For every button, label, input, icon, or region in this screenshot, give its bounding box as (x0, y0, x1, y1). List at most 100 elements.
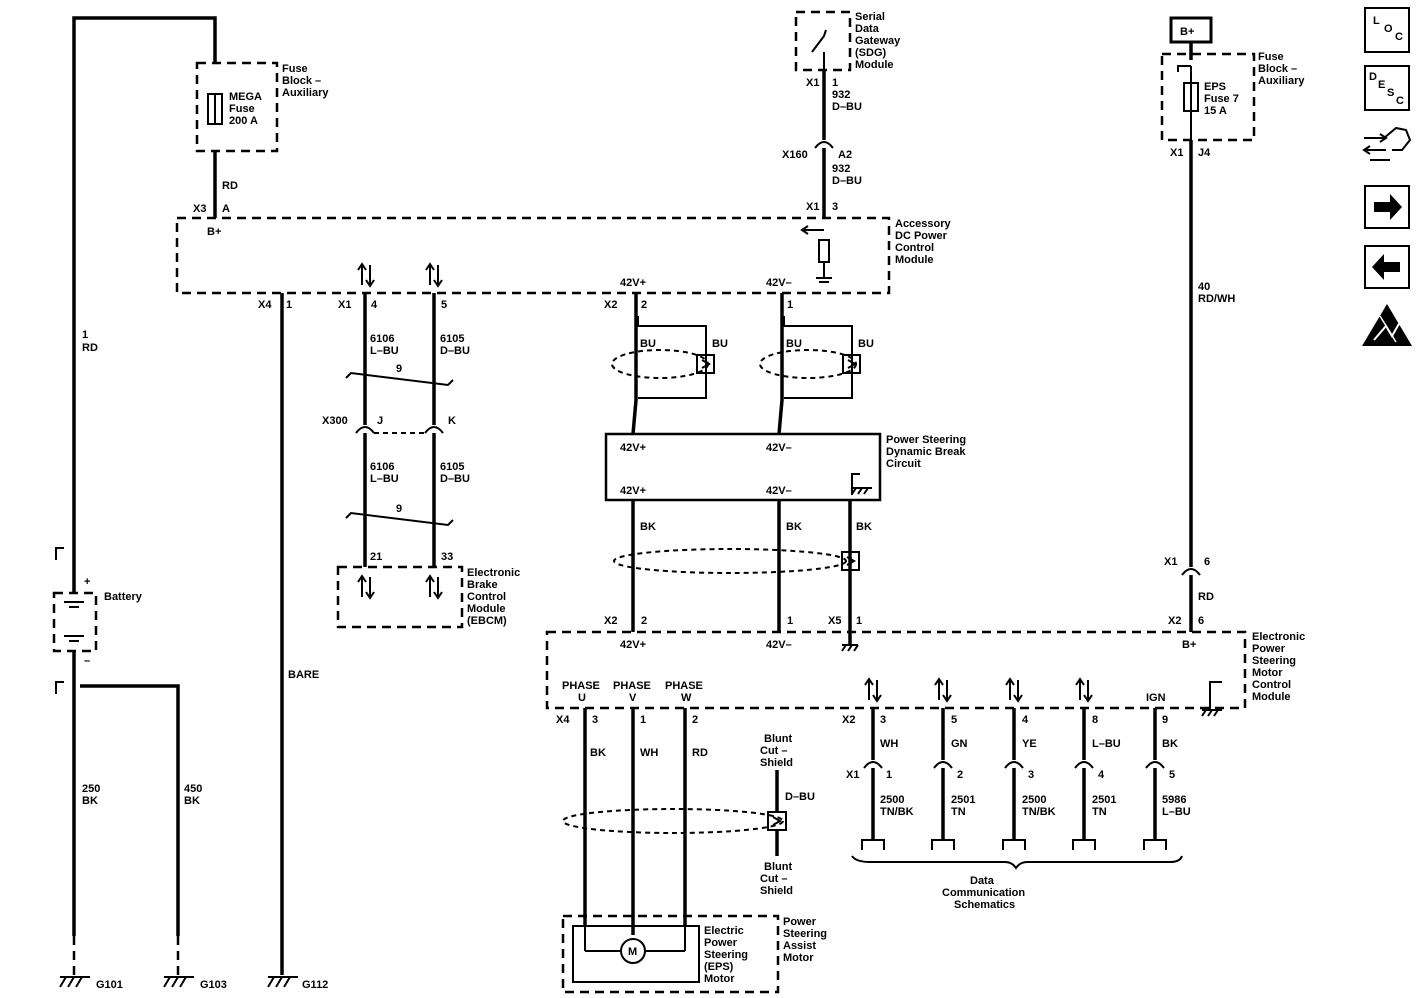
svg-text:250: 250 (82, 783, 100, 795)
svg-text:Battery: Battery (104, 591, 143, 603)
svg-text:E: E (1378, 79, 1385, 91)
svg-text:932: 932 (832, 163, 850, 175)
svg-text:L–BU: L–BU (370, 473, 399, 485)
svg-text:TN/BK: TN/BK (1022, 806, 1056, 818)
svg-text:B+: B+ (1180, 26, 1194, 38)
svg-text:2500: 2500 (1022, 794, 1046, 806)
power-steering-dynamic-break-circuit: 42V+ 42V– 42V+ 42V– Power Steering Dynam… (604, 432, 966, 502)
svg-text:Motor: Motor (783, 952, 814, 964)
svg-text:6106: 6106 (370, 461, 394, 473)
svg-text:BU: BU (858, 338, 874, 350)
svg-text:(SDG): (SDG) (855, 47, 887, 59)
svg-text:Block –: Block – (1258, 63, 1297, 75)
data-communication-wires: X2 3 5 4 8 9 WH GN YE L–BU BK X1 1 2 3 4… (842, 708, 1191, 911)
svg-text:–: – (84, 655, 90, 667)
svg-text:GN: GN (951, 738, 968, 750)
svg-text:WH: WH (640, 747, 658, 759)
svg-text:C: C (1396, 95, 1404, 107)
svg-text:Electronic: Electronic (467, 567, 520, 579)
svg-text:Module: Module (895, 254, 934, 266)
loc-nav-button[interactable]: L O C (1364, 7, 1410, 53)
svg-text:B+: B+ (207, 226, 221, 238)
svg-text:X1: X1 (1164, 556, 1177, 568)
svg-text:Data: Data (855, 23, 880, 35)
svg-text:1: 1 (640, 714, 646, 726)
svg-text:U: U (578, 692, 586, 704)
svg-text:BK: BK (590, 747, 606, 759)
svg-text:Auxiliary: Auxiliary (1258, 75, 1305, 87)
svg-text:PHASE: PHASE (665, 680, 703, 692)
svg-text:D–BU: D–BU (785, 791, 815, 803)
svg-text:WH: WH (880, 738, 898, 750)
svg-text:RD: RD (1198, 591, 1214, 603)
svg-text:42V+: 42V+ (620, 639, 646, 651)
svg-text:2: 2 (957, 769, 963, 781)
svg-text:6106: 6106 (370, 333, 394, 345)
svg-text:BU: BU (786, 338, 802, 350)
svg-text:Auxiliary: Auxiliary (282, 87, 329, 99)
svg-text:1: 1 (886, 769, 892, 781)
svg-text:2: 2 (641, 299, 647, 311)
svg-text:X2: X2 (604, 615, 617, 627)
svg-text:Cut –: Cut – (760, 745, 788, 757)
svg-text:X2: X2 (1168, 615, 1181, 627)
svg-text:9: 9 (396, 503, 402, 515)
svg-text:S: S (1387, 87, 1394, 99)
svg-text:B+: B+ (1182, 639, 1196, 651)
svg-text:42V–: 42V– (766, 639, 792, 651)
svg-text:TN/BK: TN/BK (880, 806, 914, 818)
fuse-block-auxiliary-left: MEGA Fuse 200 A Fuse Block – Auxiliary (195, 61, 329, 153)
svg-text:L: L (1373, 15, 1380, 27)
svg-text:M: M (628, 946, 637, 958)
svg-text:2500: 2500 (880, 794, 904, 806)
svg-text:BU: BU (640, 338, 656, 350)
svg-text:Brake: Brake (467, 579, 498, 591)
svg-text:BK: BK (82, 795, 98, 807)
svg-text:Control: Control (1252, 679, 1291, 691)
svg-text:X3: X3 (193, 203, 206, 215)
svg-text:6: 6 (1198, 615, 1204, 627)
svg-text:L–BU: L–BU (1162, 806, 1191, 818)
connector-hand-icon[interactable] (1362, 126, 1412, 161)
svg-text:1: 1 (787, 299, 793, 311)
svg-text:Schematics: Schematics (954, 899, 1015, 911)
svg-text:D: D (1369, 71, 1377, 83)
svg-text:2501: 2501 (951, 794, 975, 806)
svg-text:Gateway: Gateway (855, 35, 901, 47)
svg-text:Power: Power (783, 916, 817, 928)
svg-text:Power: Power (704, 937, 738, 949)
svg-text:Steering: Steering (1252, 655, 1296, 667)
svg-text:Assist: Assist (783, 940, 816, 952)
svg-text:RD: RD (222, 180, 238, 192)
battery: + – Battery 250 BK 450 BK (52, 547, 202, 936)
svg-text:6: 6 (1204, 556, 1210, 568)
svg-text:A: A (222, 203, 230, 215)
svg-text:D–BU: D–BU (440, 473, 470, 485)
svg-text:2: 2 (692, 714, 698, 726)
svg-text:C: C (1395, 31, 1403, 43)
svg-text:Control: Control (467, 591, 506, 603)
svg-text:21: 21 (370, 551, 382, 563)
svg-text:Fuse: Fuse (1258, 51, 1284, 63)
svg-text:Accessory: Accessory (895, 218, 952, 230)
electronic-brake-control-module: Electronic Brake Control Module (EBCM) (336, 565, 520, 629)
svg-text:X2: X2 (604, 299, 617, 311)
svg-text:Serial: Serial (855, 11, 885, 23)
svg-text:J: J (377, 415, 383, 427)
svg-text:5986: 5986 (1162, 794, 1186, 806)
previous-page-arrow-icon[interactable] (1364, 245, 1410, 289)
svg-text:9: 9 (396, 363, 402, 375)
rd-wire-epsm: X1 6 RD X2 6 (1164, 556, 1214, 632)
svg-text:Fuse: Fuse (229, 103, 255, 115)
svg-text:Module: Module (855, 59, 894, 71)
svg-text:Blunt: Blunt (764, 733, 792, 745)
svg-text:X4: X4 (258, 299, 272, 311)
svg-text:Dynamic Break: Dynamic Break (886, 446, 966, 458)
desc-nav-button[interactable]: D E S C (1364, 65, 1410, 111)
main-rd-wire: 1 RD (72, 16, 217, 555)
esd-warning-icon[interactable] (1362, 304, 1412, 346)
svg-text:6105: 6105 (440, 461, 464, 473)
svg-text:V: V (629, 692, 637, 704)
next-page-arrow-icon[interactable] (1364, 185, 1410, 229)
